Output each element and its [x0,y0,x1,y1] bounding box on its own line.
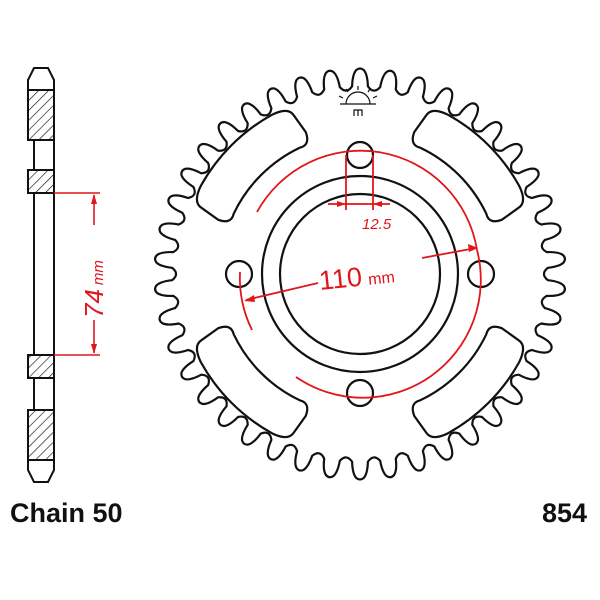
lightening-window [195,325,309,439]
hub-ring-outer [260,174,460,374]
bolt-circle-dimension [238,149,482,399]
bolt-hole [345,140,375,170]
bolt-hole-dimension [328,155,390,210]
side-profile [27,67,55,483]
maker-logo [338,86,378,116]
bore-dimension [54,192,100,356]
lightening-windows [195,109,525,439]
part-number-label: 854 [542,498,588,528]
bolt-hole [345,378,375,408]
chain-size-label: Chain 50 [10,498,123,528]
sprocket-face [154,67,566,481]
lightening-window [411,325,525,439]
bolt-hole [224,259,254,289]
bolt-hole-label: 12.5 [362,216,392,233]
lightening-window [195,109,309,223]
lightening-window [411,109,525,223]
center-bore [278,192,442,356]
sprocket-teeth [154,67,566,481]
center-bore-label: 74mm [79,260,109,318]
